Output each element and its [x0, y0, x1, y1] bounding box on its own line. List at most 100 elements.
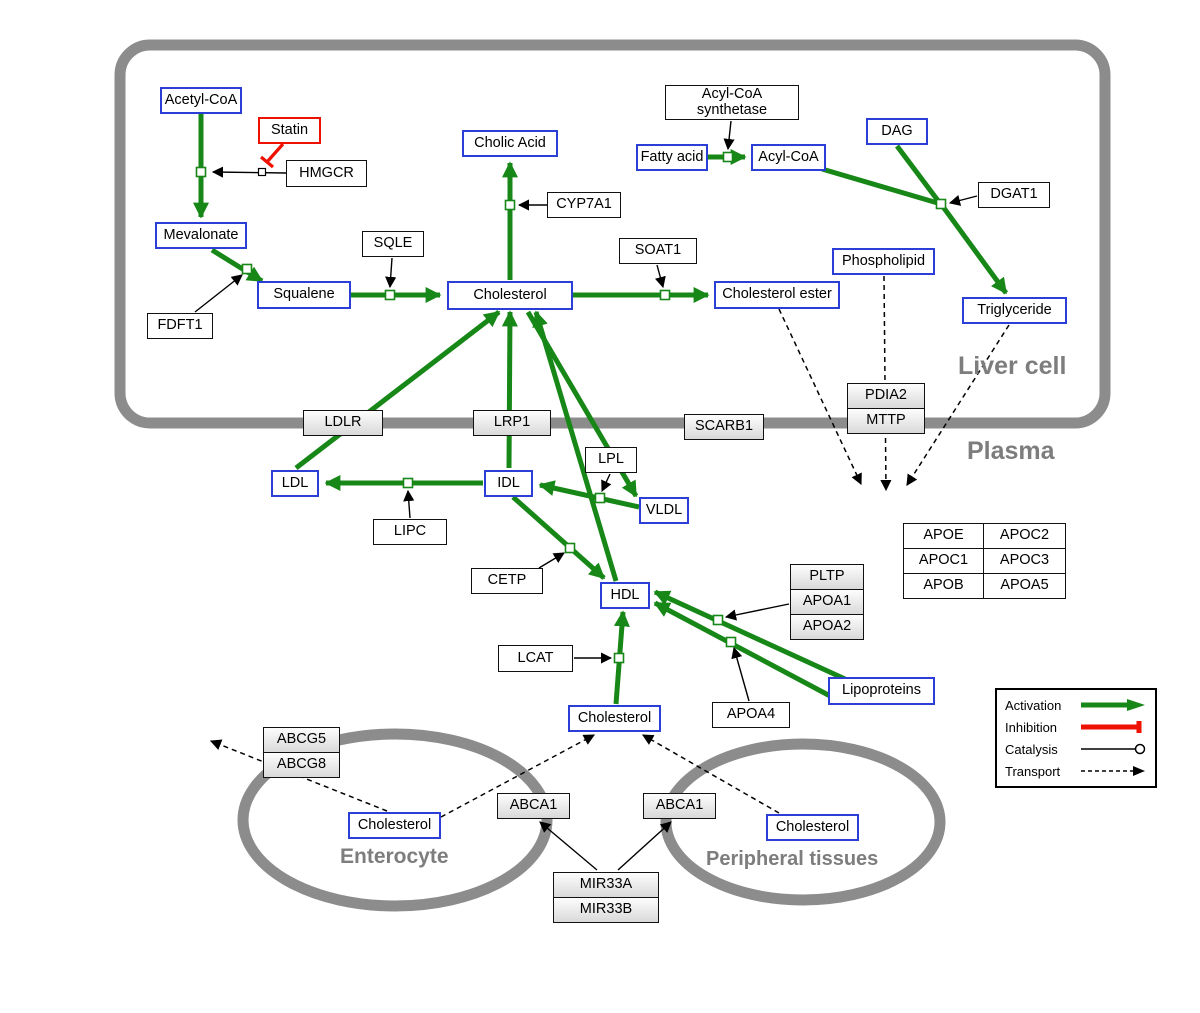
node-fdft1[interactable]: FDFT1: [147, 313, 213, 339]
apo-table-cell-apoa5[interactable]: APOA5: [983, 573, 1066, 599]
node-soat1[interactable]: SOAT1: [619, 238, 697, 264]
edge-transport-peripheral-cholesterol-plasma: [642, 734, 780, 814]
node-lrp1[interactable]: LRP1: [473, 410, 551, 436]
node-lpl[interactable]: LPL: [585, 447, 637, 473]
node-apoa1[interactable]: APOA1: [790, 589, 864, 615]
apo-table-cell-apoc2[interactable]: APOC2: [983, 523, 1066, 549]
node-abca1-peripheral[interactable]: ABCA1: [643, 793, 716, 819]
node-cholesterol-enterocyte[interactable]: Cholesterol: [348, 812, 441, 839]
node-mir33a[interactable]: MIR33A: [553, 872, 659, 898]
node-cetp[interactable]: CETP: [471, 568, 543, 594]
reaction-node-sqle: [384, 289, 396, 301]
legend-row-inhibition: Inhibition: [1005, 720, 1147, 735]
edge-activation-lipoproteins-hdl-lower: [653, 600, 834, 700]
edge-activation-idl-cholesterol: [501, 310, 518, 469]
transport-arrow-icon: [1081, 766, 1145, 776]
apo-table-cell-apoc3[interactable]: APOC3: [983, 548, 1066, 574]
inhibition-tbar-icon: [1081, 721, 1142, 733]
edge-inhibition-statin-hmgcr: [265, 142, 285, 164]
legend-catalysis-label: Catalysis: [1005, 741, 1058, 757]
edge-catalysis-sqle: [385, 257, 397, 289]
node-hmgcr[interactable]: HMGCR: [286, 160, 367, 187]
edge-catalysis-hmgcr: [211, 166, 287, 178]
node-apoa4[interactable]: APOA4: [712, 702, 790, 728]
node-fatty-acid[interactable]: Fatty acid: [636, 144, 708, 171]
edge-activation-hdl-cholesterol: [532, 310, 619, 582]
node-dag[interactable]: DAG: [866, 118, 928, 145]
edge-transport-triglyceride-plasma: [906, 324, 1010, 486]
edge-activation-acylcoa-junction: [821, 166, 942, 207]
reaction-node-lcat: [613, 652, 625, 664]
edge-regulation-mir33-abca1-peripheral: [617, 821, 672, 871]
node-phospholipid[interactable]: Phospholipid: [832, 248, 935, 275]
node-pdia2[interactable]: PDIA2: [847, 383, 925, 409]
node-cholesterol-ester[interactable]: Cholesterol ester: [714, 281, 840, 309]
plasma-label: Plasma: [967, 437, 1055, 465]
node-apoa2[interactable]: APOA2: [790, 614, 864, 640]
node-cholic-acid[interactable]: Cholic Acid: [462, 130, 558, 157]
node-pltp[interactable]: PLTP: [790, 564, 864, 590]
edge-activation-junction-triglyceride: [938, 202, 1009, 295]
node-abca1-enterocyte[interactable]: ABCA1: [497, 793, 570, 819]
node-acyl-coa-synthetase[interactable]: Acyl-CoA synthetase: [665, 85, 799, 120]
node-mevalonate[interactable]: Mevalonate: [155, 222, 247, 249]
apo-table-cell-apoe[interactable]: APOE: [903, 523, 984, 549]
legend-row-activation: Activation: [1005, 698, 1147, 713]
node-cholesterol-plasma[interactable]: Cholesterol: [568, 705, 661, 732]
reaction-node-lpl: [594, 492, 606, 504]
inhibition-tbar: [259, 155, 275, 169]
node-triglyceride[interactable]: Triglyceride: [962, 297, 1067, 324]
node-scarb1[interactable]: SCARB1: [684, 414, 764, 440]
node-lipc[interactable]: LIPC: [373, 519, 447, 545]
edge-catalysis-lipc: [403, 489, 415, 519]
node-abcg8[interactable]: ABCG8: [263, 752, 340, 778]
legend-activation-label: Activation: [1005, 697, 1062, 713]
node-cholesterol-peripheral[interactable]: Cholesterol: [766, 814, 859, 841]
node-cholesterol-liver[interactable]: Cholesterol: [447, 281, 573, 310]
reaction-node-pltp: [712, 614, 724, 626]
node-acyl-coa[interactable]: Acyl-CoA: [751, 144, 826, 171]
reaction-node-dgat1: [935, 198, 947, 210]
node-dgat1[interactable]: DGAT1: [978, 182, 1050, 208]
node-squalene[interactable]: Squalene: [257, 281, 351, 309]
edge-transport-enterocyte-cholesterol-plasma: [440, 734, 595, 818]
edge-activation-lipoproteins-hdl-upper: [653, 589, 847, 682]
node-idl[interactable]: IDL: [484, 470, 533, 497]
liver-cell-label: Liver cell: [958, 352, 1067, 380]
liver-cell-membrane: [114, 39, 1111, 429]
edge-activation-ldl-cholesterol: [294, 310, 501, 470]
legend-row-transport: Transport: [1005, 764, 1147, 779]
node-cyp7a1[interactable]: CYP7A1: [547, 192, 621, 218]
node-vldl[interactable]: VLDL: [639, 497, 689, 524]
edge-catalysis-lpl: [601, 473, 612, 493]
apo-table-cell-apoc1[interactable]: APOC1: [903, 548, 984, 574]
edge-activation-dag-junction: [895, 144, 941, 204]
apo-table-cell-apob[interactable]: APOB: [903, 573, 984, 599]
node-ldlr[interactable]: LDLR: [303, 410, 383, 436]
node-hdl[interactable]: HDL: [600, 582, 650, 609]
node-lipoproteins[interactable]: Lipoproteins: [828, 677, 935, 705]
legend-inhibition-label: Inhibition: [1005, 719, 1058, 735]
node-statin[interactable]: Statin: [258, 117, 321, 144]
legend-transport-label: Transport: [1005, 763, 1061, 779]
node-mttp[interactable]: MTTP: [847, 408, 925, 434]
node-abcg5[interactable]: ABCG5: [263, 727, 340, 753]
node-mir33b[interactable]: MIR33B: [553, 897, 659, 923]
edge-catalysis-soat1: [654, 264, 666, 289]
edge-activation-vldl-idl: [538, 480, 640, 510]
reaction-node-lipc: [402, 477, 414, 489]
reaction-node-acylcoa-synthetase: [722, 151, 734, 163]
node-sqle[interactable]: SQLE: [362, 231, 424, 257]
node-acetyl-coa[interactable]: Acetyl-CoA: [160, 87, 242, 114]
peripheral-tissues-label: Peripheral tissues: [706, 848, 879, 870]
node-ldl[interactable]: LDL: [271, 470, 319, 497]
edge-catalysis-apoa4: [731, 646, 750, 702]
legend: Activation Inhibition Catalysis Transpor…: [995, 688, 1157, 788]
reaction-node-hmgcr: [195, 166, 207, 178]
edge-activation-mevalonate-squalene: [210, 247, 264, 284]
node-lcat[interactable]: LCAT: [498, 645, 573, 672]
catalysis-circle-icon: [1081, 743, 1146, 755]
activation-arrow-icon: [1081, 699, 1145, 711]
